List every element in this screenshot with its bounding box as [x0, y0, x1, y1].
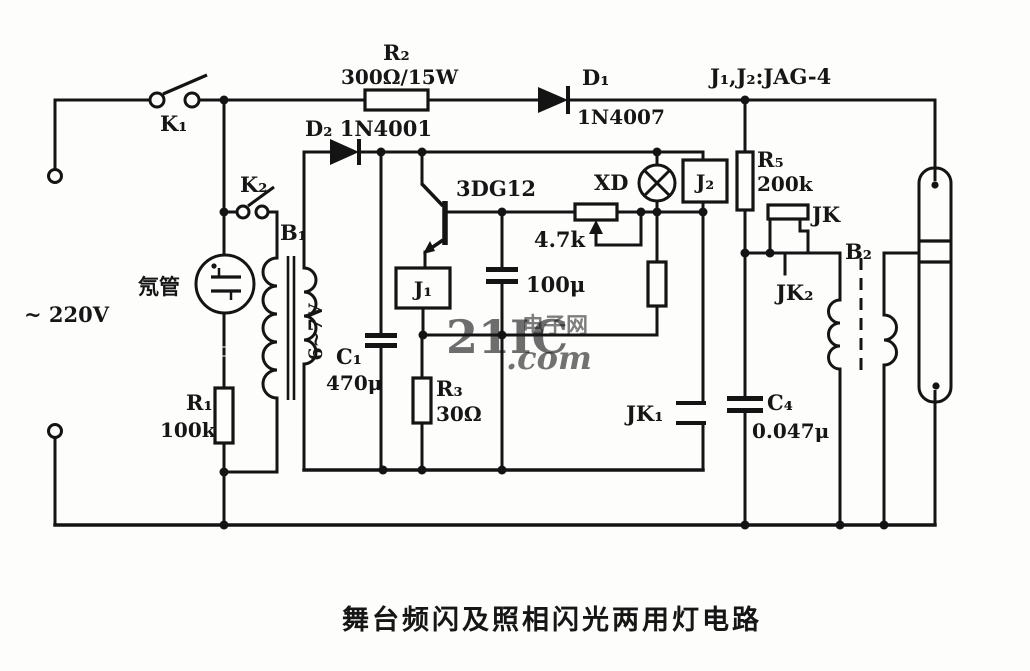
- jk1-label: JK₁: [624, 401, 663, 426]
- r3-value: 30Ω: [436, 402, 482, 426]
- wiring: [53, 98, 937, 527]
- c4-label: C₄: [767, 390, 793, 415]
- pot-value: 4.7k: [534, 227, 586, 252]
- neon-lamp-icon: [194, 253, 256, 315]
- contact-jk1: [676, 401, 706, 425]
- relay-spec-label: J₁,J₂:JAG-4: [708, 64, 831, 89]
- diode-d1: [538, 86, 570, 114]
- b1-voltage-label: 6~7V: [305, 302, 327, 360]
- transistor-label: 3DG12: [456, 176, 536, 201]
- transistor-3dg12: [420, 182, 448, 254]
- b2-label: B₂: [845, 239, 872, 264]
- r3-label: R₃: [436, 376, 463, 401]
- k2-label: K₂: [240, 172, 267, 197]
- resistor-r5: [735, 150, 755, 212]
- j1-label: J₁: [412, 277, 432, 301]
- capacitor-c4: [727, 396, 763, 413]
- switch-k1: [148, 73, 208, 109]
- watermark: 21IC 电子网 .com: [446, 310, 592, 377]
- supply-voltage-label: ~ 220V: [24, 302, 110, 327]
- r5-value: 200k: [757, 172, 814, 196]
- caption: 舞台频闪及照相闪光两用灯电路: [342, 604, 762, 636]
- resistor-r1: [213, 386, 235, 445]
- d1-label: D₁: [582, 65, 609, 90]
- switch-k2: [235, 185, 275, 220]
- watermark-brand: 21IC: [446, 310, 568, 364]
- diode-d2: [330, 139, 361, 165]
- c1-value: 470μ: [326, 371, 382, 395]
- r2-value: 300Ω/15W: [341, 65, 459, 89]
- d1-value: 1N4007: [577, 105, 665, 129]
- capacitor-c1: [365, 333, 397, 348]
- relay-j2-box: [681, 158, 729, 204]
- k1-label: K₁: [160, 111, 187, 136]
- r1-label: R₁: [186, 390, 213, 415]
- watermark-site-cn: 电子网: [522, 313, 588, 339]
- b1-label: B₁: [280, 220, 307, 245]
- neon-label: 氖管: [138, 274, 180, 299]
- timing-cap-value: 100μ: [526, 272, 585, 297]
- xd-label: XD: [594, 170, 629, 195]
- j2-label: J₂: [694, 170, 714, 194]
- resistor-r3: [411, 376, 433, 425]
- transformer-b2: [827, 258, 898, 378]
- resistor-r2: [363, 88, 430, 112]
- potentiometer-4_7k: [573, 202, 619, 245]
- lamp-xd-icon: [637, 163, 677, 203]
- c1-label: C₁: [336, 344, 362, 369]
- flash-tube-icon: [917, 166, 953, 404]
- relay-j1-box: [394, 266, 452, 310]
- supply-terminals: [47, 168, 63, 439]
- r2-label: R₂: [383, 40, 410, 65]
- resistor-series: [646, 260, 668, 308]
- d2-label: D₂ 1N4001: [305, 116, 432, 141]
- watermark-domain: .com: [506, 339, 592, 377]
- c4-value: 0.047μ: [752, 419, 829, 443]
- contact-jk: [766, 203, 810, 221]
- jk2-label: JK₂: [774, 280, 813, 305]
- r5-label: R₅: [757, 147, 784, 172]
- capacitor-100u: [486, 267, 518, 284]
- jk-label: JK: [810, 202, 841, 227]
- r1-value: 100k: [160, 418, 217, 442]
- transformer-b1: [261, 256, 318, 400]
- junction-dots: [219, 95, 889, 530]
